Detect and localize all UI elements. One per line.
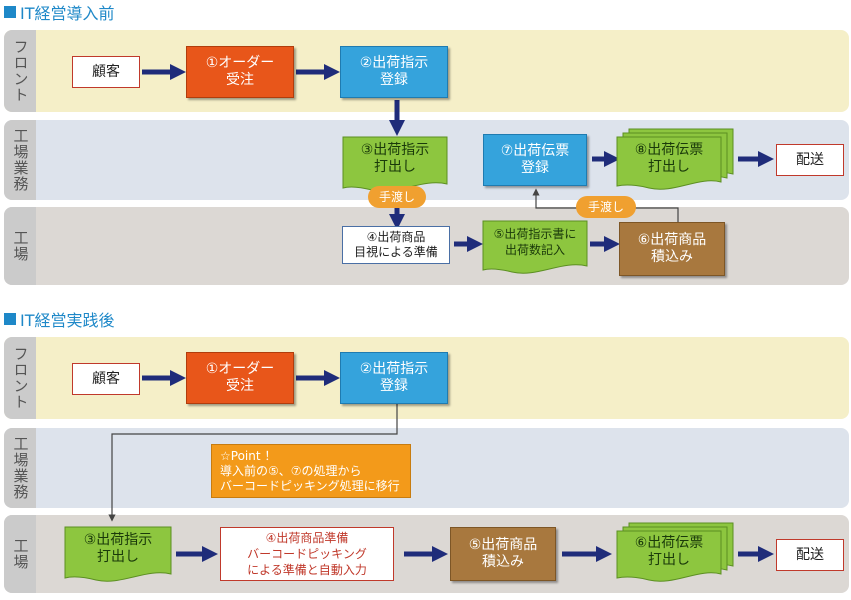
barcode-prep-box: ④出荷商品準備バーコードピッキングによる準備と自動入力 [220,527,394,581]
lane-label-work-after: 工場業務 [4,428,36,508]
handover-badge-2: 手渡し [576,196,636,218]
customer-box-after: 顧客 [72,363,140,395]
lane-label-front: フロント [4,30,36,112]
order-receive-box-after: ①オーダー受注 [186,352,294,404]
section-title-before: IT経営導入前 [4,2,115,23]
load-goods-box: ⑥出荷商品積込み [619,222,725,276]
slip-print-doc-stack [616,128,734,190]
ship-instruction-register-box-after: ②出荷指示登録 [340,352,448,404]
lane-label-factory: 工場 [4,207,36,285]
visual-prep-box: ④出荷商品目視による準備 [342,226,450,264]
point-note: ☆Point ！ 導入前の⑤、⑦の処理から バーコードピッキング処理に移行 [211,444,411,498]
ship-instruction-print-label-after: ③出荷指示打出し [83,532,153,565]
slip-register-box: ⑦出荷伝票登録 [483,134,587,186]
order-receive-box: ①オーダー受注 [186,46,294,98]
record-quantity-doc [482,220,588,274]
square-bullet-icon [4,6,16,18]
slip-print-label-after: ⑥出荷伝票打出し [634,535,704,568]
section-title-after: IT経営実践後 [4,309,115,330]
lane-label-front-after: フロント [4,337,36,419]
record-quantity-label: ⑤出荷指示書に出荷数記入 [493,227,577,257]
ship-instruction-print-label: ③出荷指示打出し [360,142,430,175]
lane-label-factory-after: 工場 [4,515,36,593]
customer-box: 顧客 [72,56,140,88]
ship-instruction-print-doc-after [64,526,172,582]
flow-arrows-after [108,369,775,563]
slip-print-doc-stack-after [616,522,734,582]
handover-badge-1: 手渡し [368,186,426,208]
delivery-box-after: 配送 [776,539,844,571]
slip-print-label: ⑧出荷伝票打出し [634,142,704,175]
ship-instruction-register-box: ②出荷指示登録 [340,46,448,98]
delivery-box: 配送 [776,144,844,176]
load-goods-box-after: ⑤出荷商品積込み [450,527,556,581]
lane-work-after [4,428,849,508]
square-bullet-icon [4,313,16,325]
lane-label-work: 工場業務 [4,120,36,200]
